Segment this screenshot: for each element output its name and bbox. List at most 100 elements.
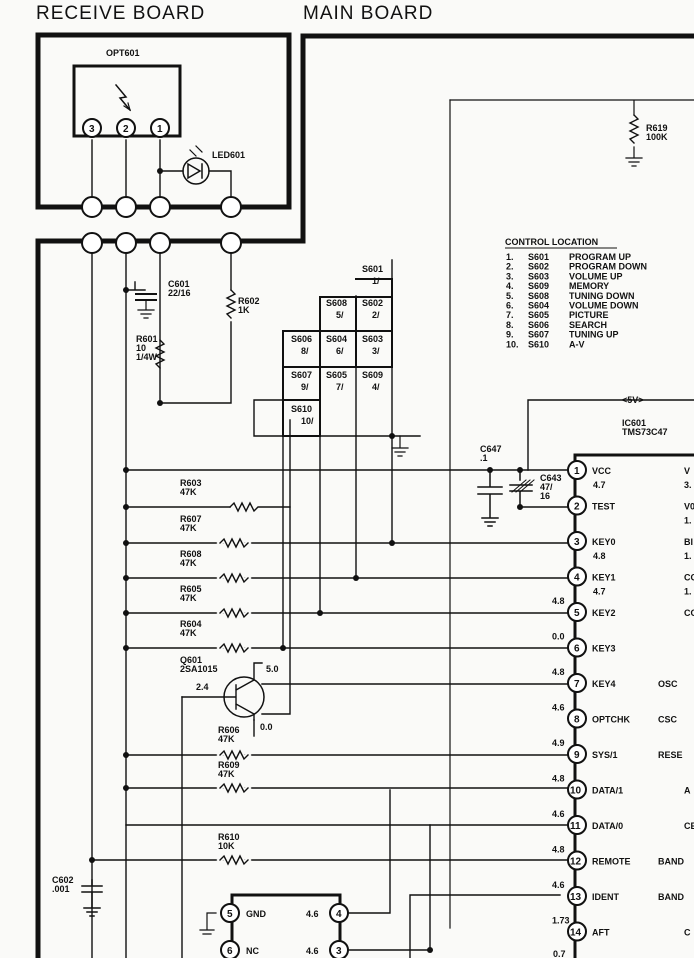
ic-pin-voltage: 4.9 [552,738,565,748]
ic-pin-number: 4 [574,573,580,584]
c601-label-0: C601 [168,279,190,289]
switch-s607-id: S607 [291,370,312,380]
ic-pin-number: 12 [570,857,582,868]
c602-label-0: C602 [52,875,74,885]
r619-symbol [628,114,640,144]
ic-pin-2 [567,495,587,516]
control-row-function: TUNING UP [569,330,619,340]
led601-symbol [182,157,210,185]
switch-s610-id: S610 [291,404,312,414]
c643-label-1: 47/ [540,482,553,492]
control-row-switch: S608 [528,291,549,301]
r604-label-1: 47K [180,628,197,638]
c647-symbol [477,469,503,527]
ic-pin-number: 8 [574,715,580,726]
ic-right-pin-name: C [684,928,691,938]
switch-s610-number: 10/ [301,416,314,426]
led601-label: LED601 [212,150,245,160]
ic-pin-voltage: 4.8 [552,845,565,855]
switch-s601-id: S601 [362,264,383,274]
ic-right-pin-name: CC [684,608,694,618]
connector-pin-number: 5 [227,909,233,920]
ic-pin-number: 3 [574,537,580,548]
r605-label-1: 47K [180,593,197,603]
ic-pin-name: IDENT [592,892,620,902]
receive-board-header: RECEIVE BOARD [36,3,205,24]
switch-s604-number: 6/ [336,346,344,356]
ic-pin-4 [567,566,587,587]
connector-pin-name: GND [246,909,267,919]
ic-right-pin-voltage: 1. [684,551,692,561]
q601-base-voltage: 2.4 [196,682,209,692]
control-row-number: 10. [506,339,519,349]
ic-pin-name: VCC [592,466,612,476]
ic-pin-name: DATA/0 [592,821,623,831]
r606-label-1: 47K [218,734,235,744]
connector-pin-name: NC [246,946,259,956]
opt601-pin [150,118,170,138]
control-row-function: PROGRAM DOWN [569,262,647,272]
switch-s605-id: S605 [326,370,347,380]
ic-right-pin-name: RESE [658,750,683,760]
opt601-pin-label: 3 [89,124,95,135]
control-row-number: 5. [506,291,514,301]
switch-s603-number: 3/ [372,346,380,356]
ic-pin-voltage: 4.6 [552,809,565,819]
opt601-pin-label: 2 [123,124,129,135]
switch-s605-number: 7/ [336,382,344,392]
control-row-switch: S602 [528,262,549,272]
connector-pin-4 [329,903,349,923]
ic-pin-13 [567,886,587,906]
c643-label-2: 16 [540,491,550,501]
switch-s602-id: S602 [362,298,383,308]
ic-pin-voltage: 4.8 [552,774,565,784]
ic-pin-name: SYS/1 [592,750,618,760]
ic-right-pin-name: V0 [684,502,694,512]
control-row-number: 3. [506,271,514,281]
ic-pin-name: KEY0 [592,537,616,547]
r619-label-0: R619 [646,123,668,133]
ic-pin-voltage: 4.8 [552,596,565,606]
connector-pin-number: 3 [336,946,342,957]
switch-s607-number: 9/ [301,382,309,392]
control-row-switch: S607 [528,330,549,340]
r609-label-1: 47K [218,769,235,779]
control-row-function: SEARCH [569,320,607,330]
r608-label-0: R608 [180,549,202,559]
r606-label-0: R606 [218,725,240,735]
receive-connector-pin [149,196,171,218]
switch-s602-number: 2/ [372,310,380,320]
main-connector-pin [115,232,137,254]
ic-pin-name: KEY2 [592,608,616,618]
r601-label-0: R601 [136,334,158,344]
ic-pin-name: KEY1 [592,573,616,583]
ic-pin-voltage: 4.7 [593,480,606,490]
switch-s606-id: S606 [291,334,312,344]
opt601-body [72,64,182,138]
ic-pin-11 [567,815,587,835]
ic-pin-3 [567,531,587,551]
control-row-function: VOLUME UP [569,271,623,281]
ic-pin-9 [567,744,587,764]
ic-pin-voltage: 4.6 [552,880,565,890]
ic-pin-voltage: 4.8 [552,667,565,677]
control-row-number: 1. [506,252,514,262]
control-row-function: VOLUME DOWN [569,301,639,311]
switch-s601-number: 1/ [372,276,380,286]
connector-pin-3 [329,940,349,958]
ic-pin-name: KEY4 [592,679,616,689]
connector-body [230,893,342,958]
opt601-pin [116,118,136,138]
r602-symbol [225,289,237,319]
r603-label-0: R603 [180,478,202,488]
ic-pin-12 [567,850,587,871]
ic-right-pin-name: V [684,466,690,476]
c643-symbol [509,469,576,508]
ic-pin-number: 13 [570,892,582,903]
control-row-switch: S605 [528,310,549,320]
r601-symbol [154,339,166,369]
r608-label-1: 47K [180,558,197,568]
control-row-number: 6. [506,301,514,311]
r603-label-1: 47K [180,487,197,497]
ic-pin-name: REMOTE [592,857,631,867]
